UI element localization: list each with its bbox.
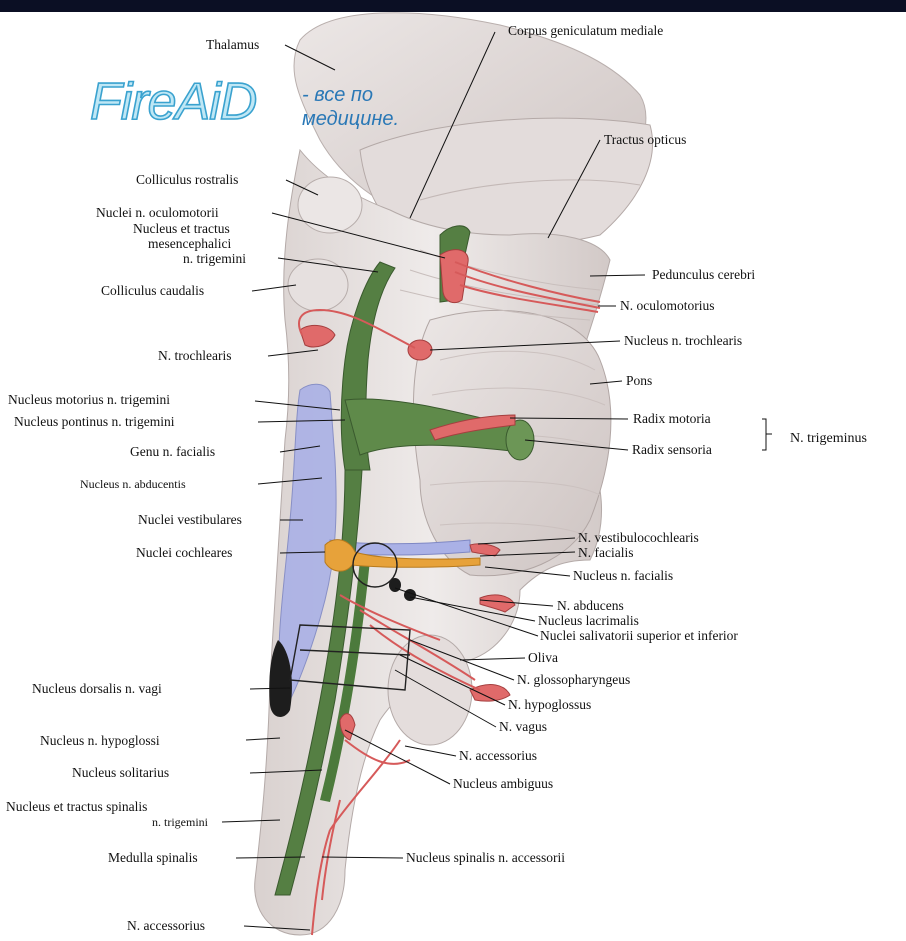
label-n-vestibulocochlearis: N. vestibulocochlearis (578, 530, 699, 545)
label-nuclei-vestibulares: Nuclei vestibulares (138, 512, 242, 527)
label-genu-facialis: Genu n. facialis (130, 444, 215, 459)
label-tractus-opticus: Tractus opticus (604, 132, 686, 147)
label-nucleus-pontinus-trigemini: Nucleus pontinus n. trigemini (14, 414, 174, 429)
label-n-accessorius-right: N. accessorius (459, 748, 537, 763)
watermark-tagline-1: - все по (302, 84, 373, 107)
label-n-trochlearis: N. trochlearis (158, 348, 231, 363)
label-nucleus-lacrimalis: Nucleus lacrimalis (538, 613, 639, 628)
label-medulla-spinalis: Medulla spinalis (108, 850, 198, 865)
label-nucleus-dorsalis-vagi: Nucleus dorsalis n. vagi (32, 681, 162, 696)
label-colliculus-rostralis: Colliculus rostralis (136, 172, 238, 187)
label-nucleus-tractus-spinalis-1: Nucleus et tractus spinalis (6, 799, 147, 814)
label-radix-sensoria: Radix sensoria (632, 442, 712, 457)
colliculus-rostralis-shape (298, 177, 362, 233)
label-nucleus-solitarius: Nucleus solitarius (72, 765, 169, 780)
label-n-vagus: N. vagus (499, 719, 547, 734)
label-oliva: Oliva (528, 650, 558, 665)
label-nuclei-salivatorii: Nuclei salivatorii superior et inferior (540, 628, 738, 643)
label-n-hypoglossus: N. hypoglossus (508, 697, 591, 712)
label-colliculus-caudalis: Colliculus caudalis (101, 283, 204, 298)
label-pedunculus-cerebri: Pedunculus cerebri (652, 267, 755, 282)
label-n-facialis: N. facialis (578, 545, 633, 560)
label-pons: Pons (626, 373, 652, 388)
label-nuclei-oculomotorii: Nuclei n. oculomotorii (96, 205, 219, 220)
label-n-trigeminus: N. trigeminus (790, 431, 867, 446)
label-nucleus-hypoglossi: Nucleus n. hypoglossi (40, 733, 160, 748)
label-nucleus-abducentis: Nucleus n. abducentis (80, 477, 186, 492)
label-nucleus-tractus-spinalis-2: n. trigemini (152, 815, 208, 830)
watermark-logo: FireAiD - все по медицине. (90, 72, 442, 146)
watermark-brand: FireAiD (90, 72, 256, 132)
label-nucleus-facialis: Nucleus n. facialis (573, 568, 673, 583)
label-nucleus-tractus-mesencephalici-1: Nucleus et tractus (133, 221, 230, 236)
label-n-accessorius-left: N. accessorius (127, 918, 205, 933)
label-n-abducens: N. abducens (557, 598, 624, 613)
label-n-glossopharyngeus: N. glossopharyngeus (517, 672, 630, 687)
label-nuclei-cochleares: Nuclei cochleares (136, 545, 232, 560)
label-nucleus-ambiguus: Nucleus ambiguus (453, 776, 553, 791)
label-nucleus-motorius-trigemini: Nucleus motorius n. trigemini (8, 392, 170, 407)
label-n-oculomotorius: N. oculomotorius (620, 298, 715, 313)
label-nucleus-spinalis-accessorii: Nucleus spinalis n. accessorii (406, 850, 565, 865)
label-thalamus: Thalamus (206, 37, 259, 52)
watermark-tagline-2: медицине. (302, 108, 399, 131)
label-corpus-geniculatum-mediale: Corpus geniculatum mediale (508, 23, 663, 38)
label-radix-motoria: Radix motoria (633, 411, 711, 426)
label-nucleus-trochlearis: Nucleus n. trochlearis (624, 333, 742, 348)
label-nucleus-tractus-mesencephalici-3: n. trigemini (183, 251, 246, 266)
label-nucleus-tractus-mesencephalici-2: mesencephalici (148, 236, 231, 251)
